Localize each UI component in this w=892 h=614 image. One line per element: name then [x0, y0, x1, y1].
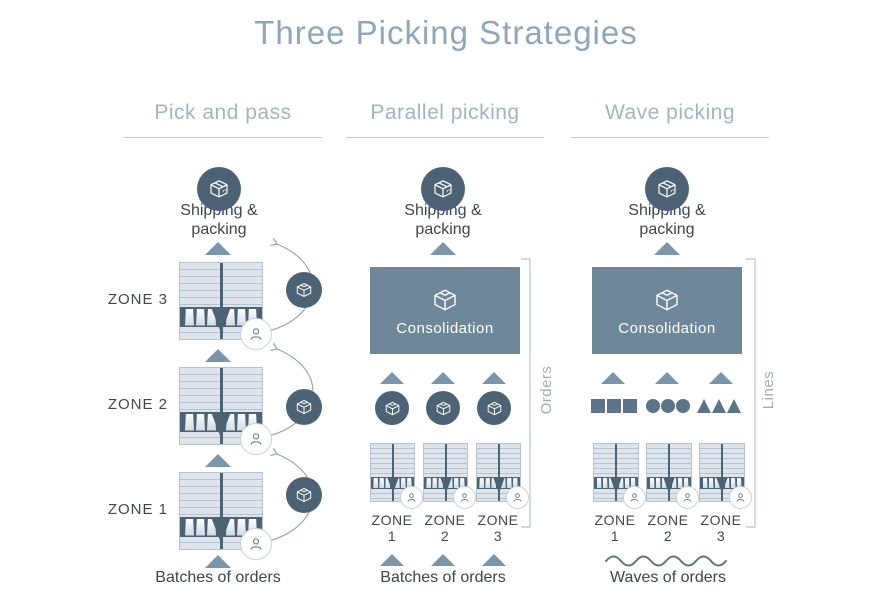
shipping-package-icon [421, 167, 465, 211]
header-underline [346, 137, 544, 138]
person-icon [623, 486, 646, 509]
order-box-icon [286, 477, 322, 513]
closed-box-icon [210, 180, 228, 198]
up-arrow-icon [380, 372, 404, 384]
header-parallel-picking: Parallel picking [370, 101, 520, 124]
person-icon [729, 486, 752, 509]
consolidation-label: Consolidation [396, 319, 494, 337]
zone-label: ZONE 1 [107, 501, 168, 518]
order-box-icon [286, 389, 322, 425]
wave-icon [605, 555, 727, 567]
shelf-divider-notch [211, 307, 231, 333]
order-box-icon [375, 391, 409, 425]
zone-label: ZONE 1 [594, 512, 636, 544]
header-underline [571, 137, 769, 138]
open-box-icon [656, 288, 678, 311]
up-arrow-icon [380, 554, 404, 566]
order-box-icon [286, 272, 322, 308]
up-arrow-icon [205, 555, 231, 568]
orders-bracket-label: Orders [538, 365, 555, 415]
shelf-divider-notch [211, 412, 231, 438]
up-arrow-icon [482, 554, 506, 566]
zone-label: ZONE 3 [477, 512, 519, 544]
zone-label: ZONE 2 [424, 512, 466, 544]
up-arrow-icon [654, 242, 680, 255]
person-icon [240, 528, 272, 560]
shelf-divider-notch [211, 517, 231, 543]
up-arrow-icon [482, 372, 506, 384]
consolidation-block: Consolidation [592, 267, 742, 354]
zone-label: ZONE 2 [107, 396, 168, 413]
person-icon [506, 486, 529, 509]
triangles-group-icon [697, 399, 741, 413]
shelf-unit-zone3 [179, 262, 263, 340]
shelf-unit-zone3 [699, 443, 745, 502]
lines-bracket-label: Lines [760, 370, 777, 410]
open-box-icon [434, 288, 456, 311]
person-icon [240, 318, 272, 350]
header-underline [124, 137, 322, 138]
bottom-label: Batches of orders [155, 569, 281, 586]
shipping-package-icon [197, 167, 241, 211]
person-icon [676, 486, 699, 509]
up-arrow-icon [205, 349, 231, 362]
person-icon [453, 486, 476, 509]
header-pick-and-pass: Pick and pass [154, 101, 292, 124]
up-arrow-icon [205, 454, 231, 467]
person-icon [400, 486, 423, 509]
page-title: Three Picking Strategies [254, 14, 638, 51]
consolidation-block: Consolidation [370, 267, 520, 354]
header-wave-picking: Wave picking [604, 101, 736, 124]
shipping-line2: packing [415, 221, 471, 238]
zone-label: ZONE 3 [700, 512, 742, 544]
up-arrow-icon [601, 372, 625, 384]
up-arrow-icon [655, 372, 679, 384]
lines-bracket [746, 258, 756, 528]
shelf-unit-zone1 [593, 443, 639, 502]
order-box-icon [426, 391, 460, 425]
up-arrow-icon [205, 242, 231, 255]
person-icon [240, 423, 272, 455]
up-arrow-icon [431, 554, 455, 566]
order-box-icon [477, 391, 511, 425]
up-arrow-icon [430, 242, 456, 255]
consolidation-label: Consolidation [618, 319, 716, 337]
zone-label: ZONE 3 [107, 291, 168, 308]
shipping-line2: packing [191, 221, 247, 238]
up-arrow-icon [709, 372, 733, 384]
shipping-package-icon [645, 167, 689, 211]
bottom-label: Waves of orders [610, 569, 726, 586]
bottom-label: Batches of orders [380, 569, 506, 586]
zone-label: ZONE 1 [371, 512, 413, 544]
squares-group-icon [591, 399, 637, 413]
shelf-unit-zone2 [179, 367, 263, 445]
circles-group-icon [646, 399, 690, 413]
up-arrow-icon [431, 372, 455, 384]
zone-label: ZONE 2 [647, 512, 689, 544]
shipping-line2: packing [639, 221, 695, 238]
